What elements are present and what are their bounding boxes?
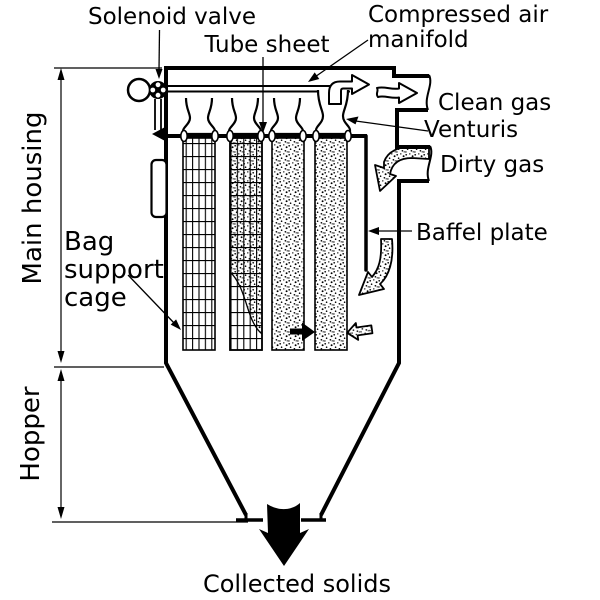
label-main-housing: Main housing (18, 112, 48, 285)
label-tube-sheet: Tube sheet (203, 32, 329, 58)
label-dirty-gas: Dirty gas (440, 152, 544, 178)
label-bag-support-2: support (64, 255, 164, 285)
dimension-arrowheads (57, 68, 65, 519)
blowpipe-nozzle-icon (152, 126, 167, 142)
clean-gas-flow-arrow (328, 74, 370, 105)
label-hopper: Hopper (16, 386, 46, 481)
dim-arrow-down-icon (57, 507, 65, 519)
bag-2-fabric-cutaway (230, 138, 262, 334)
dirty-gas-duct-break-edge (426, 145, 433, 182)
label-venturis: Venturis (424, 117, 518, 143)
filter-bags (182, 137, 348, 351)
tube-sheet-nozzles (180, 129, 352, 143)
label-bag-support-3: cage (64, 283, 127, 313)
solenoid-valve-assembly (126, 77, 168, 219)
air-reservoir-icon (126, 77, 152, 103)
label-baffle-plate: Baffel plate (416, 220, 548, 246)
compressed-air-leader (311, 39, 369, 80)
leader-arrowheads (155, 69, 379, 330)
dirty-gas-recirculation-arrow (358, 238, 394, 296)
venturi-2 (227, 96, 263, 136)
clean-gas-duct-break-edge (425, 74, 432, 111)
label-solenoid-valve: Solenoid valve (88, 4, 256, 30)
label-compressed-air-2: manifold (368, 27, 469, 53)
bag-4-fabric (314, 137, 348, 351)
leader-arrow-icon (308, 72, 320, 82)
leader-arrow-icon (259, 122, 267, 133)
bag-3-fabric (271, 137, 305, 351)
dim-arrow-up-icon (57, 68, 65, 80)
housing-top-wall (164, 66, 429, 78)
leader-arrow-icon (346, 116, 359, 125)
dim-arrow-up-icon (57, 369, 65, 381)
bag-cage-leader (127, 274, 176, 325)
solenoid-valve-ports (150, 82, 166, 98)
label-clean-gas: Clean gas (438, 90, 551, 116)
collected-solids-arrow (259, 503, 309, 566)
gas-into-bag-arrow (346, 322, 374, 341)
dirty-gas-flow-arrows (346, 145, 430, 341)
dirty-gas-flow-arrow (374, 145, 430, 192)
bag-2-cutaway-edge (229, 271, 263, 335)
label-bag-support-1: Bag (64, 227, 114, 257)
dimension-lines (52, 67, 248, 523)
venturis-group (181, 89, 352, 136)
solenoid-valve-icon (149, 81, 167, 99)
dim-arrow-down-icon (57, 351, 65, 363)
housing-right-wall-hopper (319, 179, 429, 516)
gas-through-bag-arrow (290, 322, 315, 341)
bag-1-support-cage (182, 137, 216, 351)
duct-break-edges (425, 74, 433, 182)
venturi-1 (181, 96, 217, 136)
clean-gas-flow-arrow (375, 82, 418, 104)
diagram-labels: Solenoid valve Tube sheet Compressed air… (16, 2, 551, 598)
label-collected-solids: Collected solids (203, 570, 391, 598)
leader-arrow-icon (170, 319, 181, 330)
solenoid-valve-leader (158, 29, 161, 71)
leader-lines (127, 29, 429, 325)
clean-gas-flow-arrows (328, 74, 418, 105)
access-panel (150, 158, 168, 219)
venturi-3 (269, 96, 305, 136)
venturis-leader (351, 119, 429, 132)
label-compressed-air-1: Compressed air (368, 2, 549, 28)
leader-arrow-icon (155, 69, 163, 79)
leader-arrow-icon (368, 227, 379, 235)
bag-2-outline (229, 137, 263, 351)
